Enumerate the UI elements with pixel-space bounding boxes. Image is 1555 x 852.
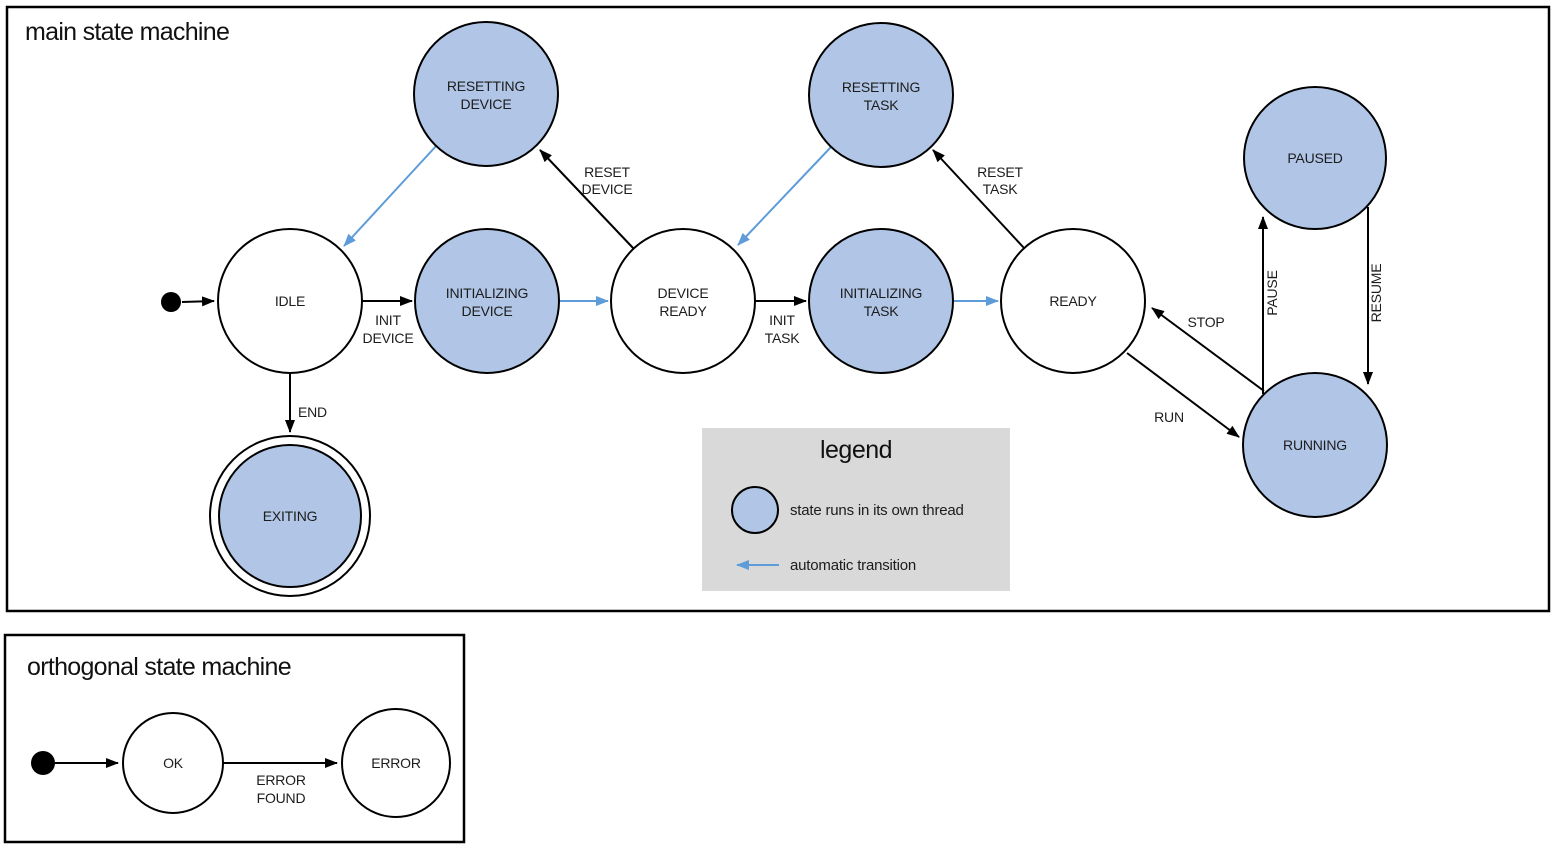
transition-start-to-idle <box>181 296 215 307</box>
state-idle: IDLE <box>217 228 363 374</box>
state-paused-circle <box>1243 86 1387 230</box>
transition-label-init-device-line2: DEVICE <box>363 330 414 346</box>
main-machine-border <box>5 5 1551 613</box>
state-initializing-task-circle <box>808 228 954 374</box>
state-resetting-device: RESETTING DEVICE <box>413 21 559 167</box>
legend-title: legend <box>820 436 892 464</box>
state-device-ready-circle <box>610 228 756 374</box>
orthogonal-machine-title: orthogonal state machine <box>27 653 291 681</box>
state-initializing-device-label-line1: INITIALIZING <box>446 285 528 301</box>
state-error: ERROR <box>341 708 451 818</box>
main-machine-title: main state machine <box>25 18 229 46</box>
state-idle-circle <box>217 228 363 374</box>
transition-label-reset-task-line1: RESET <box>977 164 1023 180</box>
state-error-circle <box>341 708 451 818</box>
transition-resetting-device-to-idle <box>343 144 438 247</box>
state-device-ready: DEVICE READY <box>610 228 756 374</box>
state-resetting-task-circle <box>808 22 954 168</box>
transition-resetting-task-to-device-ready <box>737 146 832 246</box>
state-ready-circle <box>1000 228 1146 374</box>
state-ok: OK <box>122 712 224 814</box>
state-error-label: ERROR <box>371 755 421 771</box>
state-running-label: RUNNING <box>1283 437 1347 453</box>
transition-label-error-found-line2: FOUND <box>257 790 306 806</box>
state-initializing-device: INITIALIZING DEVICE <box>414 228 560 374</box>
state-initializing-task-label-line1: INITIALIZING <box>840 285 922 301</box>
state-ok-label: OK <box>163 755 184 771</box>
transition-label-end: END <box>298 404 327 420</box>
transition-running-to-ready <box>1151 307 1265 392</box>
state-ready: READY <box>1000 228 1146 374</box>
transition-device-ready-to-resetting-device <box>539 149 635 250</box>
state-exiting: EXITING <box>209 435 371 597</box>
transition-label-init-device-line1: INIT <box>375 312 401 328</box>
state-initializing-device-label-line2: DEVICE <box>462 303 513 319</box>
state-resetting-task: RESETTING TASK <box>808 22 954 168</box>
state-exiting-circle <box>218 444 362 588</box>
state-device-ready-label-line2: READY <box>659 303 707 319</box>
initial-state-dot <box>161 292 181 312</box>
state-ready-label: READY <box>1049 293 1097 309</box>
transition-label-init-task-line2: TASK <box>765 330 801 346</box>
transition-ready-to-running <box>1126 352 1240 438</box>
state-device-ready-label-line1: DEVICE <box>658 285 709 301</box>
transition-label-run: RUN <box>1154 409 1184 425</box>
transition-label-init-task-line1: INIT <box>769 312 795 328</box>
main-machine-transitions: INIT DEVICE RESET DEVICE INIT TASK RESET… <box>181 144 1384 438</box>
state-initializing-task-label-line2: TASK <box>864 303 900 319</box>
main-state-machine-panel: main state machine INIT DEVICE RESET DEV… <box>5 5 1551 613</box>
transition-label-error-found-line1: ERROR <box>256 772 306 788</box>
orthogonal-state-machine-panel: orthogonal state machine ERROR FOUND OK … <box>3 633 466 844</box>
transition-label-reset-device-line2: DEVICE <box>582 181 633 197</box>
transition-ready-to-resetting-task <box>932 149 1025 249</box>
state-resetting-task-label-line2: TASK <box>864 97 900 113</box>
orthogonal-machine-border <box>3 633 466 844</box>
state-resetting-device-label-line2: DEVICE <box>461 96 512 112</box>
state-initializing-task: INITIALIZING TASK <box>808 228 954 374</box>
transition-label-reset-device-line1: RESET <box>584 164 630 180</box>
orthogonal-initial-state-dot <box>31 751 55 775</box>
state-idle-label: IDLE <box>275 293 305 309</box>
state-paused-label: PAUSED <box>1287 150 1342 166</box>
state-running: RUNNING <box>1242 372 1388 518</box>
legend: legend state runs in its own thread auto… <box>702 428 1010 591</box>
state-resetting-device-circle <box>413 21 559 167</box>
state-ok-circle <box>122 712 224 814</box>
legend-auto-transition-label: automatic transition <box>790 557 916 574</box>
state-running-circle <box>1242 372 1388 518</box>
state-exiting-label: EXITING <box>263 508 318 524</box>
legend-threaded-state-label: state runs in its own thread <box>790 502 964 519</box>
transition-label-reset-task-line2: TASK <box>983 181 1019 197</box>
transition-label-stop: STOP <box>1187 314 1224 330</box>
state-resetting-device-label-line1: RESETTING <box>447 78 525 94</box>
legend-threaded-state-icon <box>731 486 779 534</box>
state-resetting-task-label-line1: RESETTING <box>842 79 920 95</box>
state-paused: PAUSED <box>1243 86 1387 230</box>
state-initializing-device-circle <box>414 228 560 374</box>
transition-label-pause: PAUSE <box>1264 270 1280 315</box>
transition-label-resume: RESUME <box>1368 264 1384 323</box>
